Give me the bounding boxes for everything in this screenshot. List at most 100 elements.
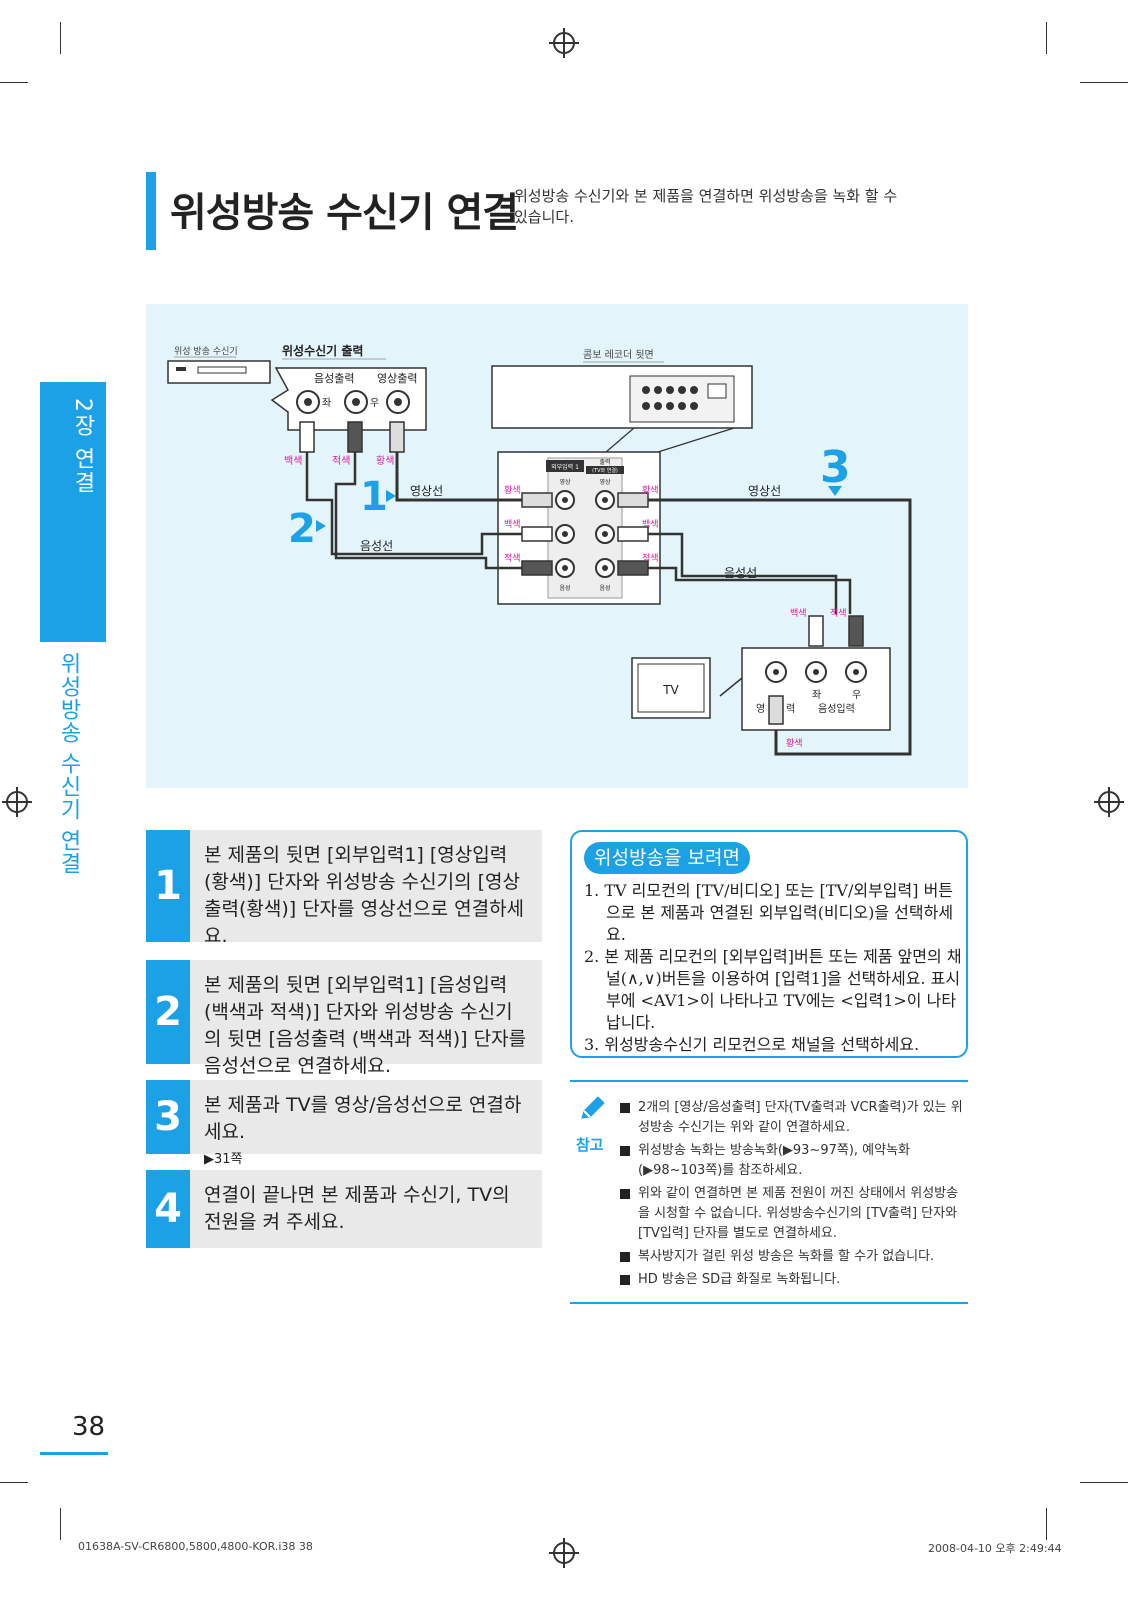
pencil-note-icon bbox=[578, 1092, 610, 1124]
yellow-color-label: 황색 bbox=[376, 455, 394, 467]
print-timestamp: 2008-04-10 오후 2:49:44 bbox=[928, 1542, 1062, 1555]
video-cable-2 bbox=[648, 498, 912, 756]
panel-output-label: 출력 bbox=[599, 458, 610, 466]
note-item: HD 방송은 SD급 화질로 녹화됩니다. bbox=[620, 1270, 970, 1290]
step-2-text: 본 제품의 뒷면 [외부입력1] [음성입력(백색과 적색)] 단자와 위성방송… bbox=[204, 974, 527, 1077]
panel-jacks bbox=[555, 490, 615, 578]
registration-mark-icon bbox=[549, 1538, 579, 1568]
tv-red-label: 적색 bbox=[830, 607, 847, 619]
info-tag: 위성방송을 보려면 bbox=[584, 842, 750, 874]
right-label: 우 bbox=[370, 397, 379, 409]
connection-diagram: 위성 방송 수신기 위성수신기 출력 음성출력 영상출력 좌 우 백색 적색 황… bbox=[146, 304, 968, 788]
bullet-square-icon bbox=[620, 1189, 630, 1199]
tv-white-label: 백색 bbox=[790, 608, 807, 619]
note-item: 위성방송 녹화는 방송녹화(▶93~97쪽), 예약녹화(▶98~103쪽)를 … bbox=[620, 1141, 970, 1181]
connection-diagram-svg: 위성 방송 수신기 위성수신기 출력 음성출력 영상출력 좌 우 백색 적색 황… bbox=[167, 343, 912, 756]
bullet-square-icon bbox=[620, 1103, 630, 1113]
panel-audio-label-in: 음성 bbox=[559, 584, 570, 592]
section-label: 위성방송 수신기 연결 bbox=[56, 652, 81, 875]
step-4-text: 연결이 끝나면 본 제품과 수신기, TV의 전원을 켜 주세요. bbox=[204, 1184, 510, 1233]
crop-mark bbox=[0, 82, 28, 83]
print-file-info: 01638A-SV-CR6800,5800,4800-KOR.i38 38 bbox=[78, 1540, 313, 1553]
note-item: 위와 같이 연결하면 본 제품 전원이 꺼진 상태에서 위성방송을 시청할 수 … bbox=[620, 1184, 970, 1244]
diagram-step-1: 1 bbox=[360, 474, 388, 520]
panel-video-label-out: 영상 bbox=[599, 478, 611, 486]
info-list: 1. TV 리모컨의 [TV/비디오] 또는 [TV/외부입력] 버튼으로 본 … bbox=[584, 880, 962, 1056]
step-2: 본 제품의 뒷면 [외부입력1] [음성입력(백색과 적색)] 단자와 위성방송… bbox=[190, 960, 542, 1077]
diagram-step-3: 3 bbox=[820, 442, 851, 493]
tv-input-callout bbox=[741, 647, 891, 731]
crop-mark bbox=[1046, 1508, 1047, 1540]
tv-jacks bbox=[765, 661, 867, 683]
tv-label: TV bbox=[662, 683, 679, 697]
bullet-square-icon bbox=[620, 1275, 630, 1285]
panel-yellow-label-out: 황색 bbox=[642, 485, 659, 496]
info-item: 3. 위성방송수신기 리모컨으로 채널을 선택하세요. bbox=[584, 1035, 920, 1054]
step-number-2: 2 bbox=[146, 960, 190, 1064]
title-accent-bar bbox=[146, 172, 156, 250]
video-cable-1 bbox=[395, 452, 522, 502]
page-number: 38 bbox=[72, 1412, 106, 1442]
info-item: 1. TV 리모컨의 [TV/비디오] 또는 [TV/외부입력] 버튼으로 본 … bbox=[584, 881, 954, 944]
audio-cable-label-2: 음성선 bbox=[724, 566, 757, 580]
registration-mark-icon bbox=[1094, 787, 1124, 817]
step-3: 본 제품과 TV를 영상/음성선으로 연결하세요. ▶31쪽 bbox=[190, 1080, 542, 1167]
audio-cable-1 bbox=[305, 452, 522, 570]
info-box bbox=[570, 830, 968, 1058]
tv-yellow-label: 황색 bbox=[786, 738, 803, 749]
white-color-label: 백색 bbox=[284, 455, 302, 467]
panel-red-label-in: 적색 bbox=[504, 552, 521, 564]
yellow-plug-icon bbox=[389, 421, 405, 453]
note-item: 2개의 [영상/음성출력] 단자(TV출력과 VCR출력)가 있는 위성방송 수… bbox=[620, 1098, 970, 1138]
crop-mark bbox=[0, 1482, 28, 1483]
panel-yellow-label-in: 황색 bbox=[504, 485, 521, 496]
diagram-step-2: 2 bbox=[288, 506, 316, 552]
panel-red-label-out: 적색 bbox=[642, 552, 659, 564]
tv-audio-in-label: 음성입력 bbox=[818, 702, 855, 715]
step-1-text: 본 제품의 뒷면 [외부입력1] [영상입력(황색)] 단자와 위성방송 수신기… bbox=[204, 844, 525, 947]
notes-top-divider bbox=[570, 1080, 968, 1082]
tv-video-in-b: 력 bbox=[786, 703, 795, 715]
notes-list: 2개의 [영상/음성출력] 단자(TV출력과 VCR출력)가 있는 위성방송 수… bbox=[620, 1098, 970, 1293]
crop-mark bbox=[1046, 22, 1047, 54]
video-out-label: 영상출력 bbox=[377, 372, 417, 385]
audio-out-label: 음성출력 bbox=[314, 372, 354, 385]
panel-white-label-in: 백색 bbox=[504, 519, 521, 530]
tv-right-label: 우 bbox=[852, 689, 861, 701]
receiver-jacks bbox=[296, 390, 410, 414]
receiver-output-label: 위성수신기 출력 bbox=[282, 343, 363, 358]
registration-mark-icon bbox=[2, 787, 32, 817]
crop-mark bbox=[1080, 1482, 1128, 1483]
page-number-underline bbox=[40, 1452, 108, 1455]
bullet-square-icon bbox=[620, 1146, 630, 1156]
audio-cable-2 bbox=[648, 532, 852, 614]
crop-mark bbox=[1080, 82, 1128, 83]
red-plug-icon bbox=[347, 421, 363, 453]
panel-input-label: 외부입력 1 bbox=[551, 463, 579, 471]
registration-mark-icon bbox=[549, 28, 579, 58]
step-number-4: 4 bbox=[146, 1170, 190, 1248]
page-subtitle: 위성방송 수신기와 본 제품을 연결하면 위성방송을 녹화 할 수 있습니다. bbox=[514, 187, 898, 226]
tv-video-in-a: 영 bbox=[756, 703, 765, 715]
left-label: 좌 bbox=[322, 397, 331, 409]
notes-label: 참고 bbox=[576, 1136, 604, 1154]
tv-left-label: 좌 bbox=[812, 689, 821, 701]
red-color-label: 적색 bbox=[332, 455, 350, 467]
white-plug-icon bbox=[299, 421, 315, 453]
panel-audio-label-out: 음성 bbox=[599, 584, 610, 592]
step-3-page-ref: ▶31쪽 bbox=[204, 1152, 243, 1167]
bullet-square-icon bbox=[620, 1252, 630, 1262]
notes-bottom-divider bbox=[570, 1302, 968, 1304]
step-number-3: 3 bbox=[146, 1080, 190, 1154]
panel-white-label-out: 백색 bbox=[642, 519, 659, 530]
crop-mark bbox=[60, 1508, 61, 1540]
step-4: 연결이 끝나면 본 제품과 수신기, TV의 전원을 켜 주세요. bbox=[190, 1170, 542, 1248]
step-3-text: 본 제품과 TV를 영상/음성선으로 연결하세요. bbox=[204, 1094, 522, 1143]
receiver-label: 위성 방송 수신기 bbox=[174, 346, 238, 357]
info-item: 2. 본 제품 리모컨의 [외부입력]버튼 또는 제품 앞면의 채널(∧,∨)버… bbox=[584, 947, 962, 1032]
panel-output-sub-label: (TV와 연결) bbox=[592, 467, 618, 474]
video-cable-label-1: 영상선 bbox=[410, 484, 443, 498]
panel-video-label-in: 영상 bbox=[559, 478, 571, 486]
recorder-back-label: 콤보 레코더 뒷면 bbox=[583, 348, 654, 361]
crop-mark bbox=[60, 22, 61, 54]
